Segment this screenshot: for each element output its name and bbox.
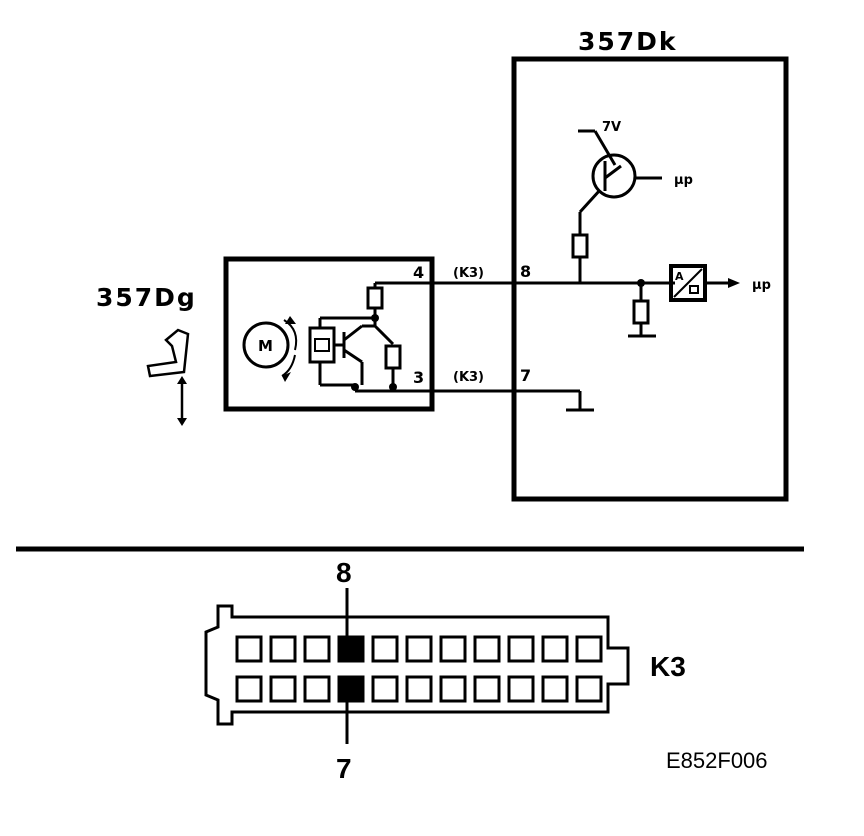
pullup-resistor [571,233,589,259]
connector-pin [269,675,297,703]
connector-pin-top-label: 8 [336,557,352,588]
connector-pin [473,635,501,663]
connector-name: K3 [650,651,686,682]
motor-unit-resistor-top [366,286,384,310]
rotation-arrow-head-top [285,316,296,324]
figure-code: E852F006 [666,748,768,773]
connector-pin [473,675,501,703]
seat-arrow-up [177,376,187,384]
adc-output-arrow [728,278,740,288]
node-c [351,383,359,391]
hall-sensor [308,316,375,387]
mcu-output-label-top: µp [674,173,693,188]
connector-pin [371,635,399,663]
connector-pin [541,635,569,663]
control-unit-box [511,56,789,502]
wire-top-from-pin: 4 [413,263,424,282]
connector-pin [405,675,433,703]
motor-unit-box [223,256,435,412]
connector-pin [541,675,569,703]
connector-pin [439,635,467,663]
supply-transistor [578,129,662,235]
wire-top-connector: (K3) [453,266,484,281]
motor-unit-label: 357Dg [96,283,197,312]
wire-top-to-pin: 8 [520,262,531,281]
connector-pin [235,635,263,663]
connector-pin [405,635,433,663]
connector-pin [439,675,467,703]
wire-bottom-to-pin: 7 [520,366,531,385]
connector-pin [507,675,535,703]
connector-housing [204,604,630,726]
control-unit-label: 357Dk [578,27,678,56]
seat-arrow-down [177,418,187,426]
connector-pin-grid [235,635,603,703]
seat-icon [146,328,190,424]
mcu-output-label-right: µp [752,278,771,293]
connector-pin-bottom-label: 7 [336,753,352,784]
connector-pin [575,675,603,703]
connector-pin-7 [337,675,365,703]
rotation-arrow-head-bottom [282,372,291,382]
divider-link [373,324,395,346]
motor-unit-resistor-bottom [384,344,402,370]
svg-text:A: A [675,270,684,283]
pulldown-branch [628,283,656,338]
connector-pin [235,675,263,703]
wire-bottom-from-pin: 3 [413,368,424,387]
adc-block: A [669,264,707,302]
connector-pin [507,635,535,663]
motor-symbol [242,321,290,369]
connector-pin-8 [337,635,365,663]
node-a [371,314,379,322]
connector-pin [303,635,331,663]
wire-bottom-connector: (K3) [453,370,484,385]
motor-label: M [258,337,273,355]
connector-pin [371,675,399,703]
connector-pin [303,675,331,703]
connector-pin [575,635,603,663]
node-b [389,383,397,391]
supply-voltage-label: 7V [602,120,621,135]
connector-pin [269,635,297,663]
